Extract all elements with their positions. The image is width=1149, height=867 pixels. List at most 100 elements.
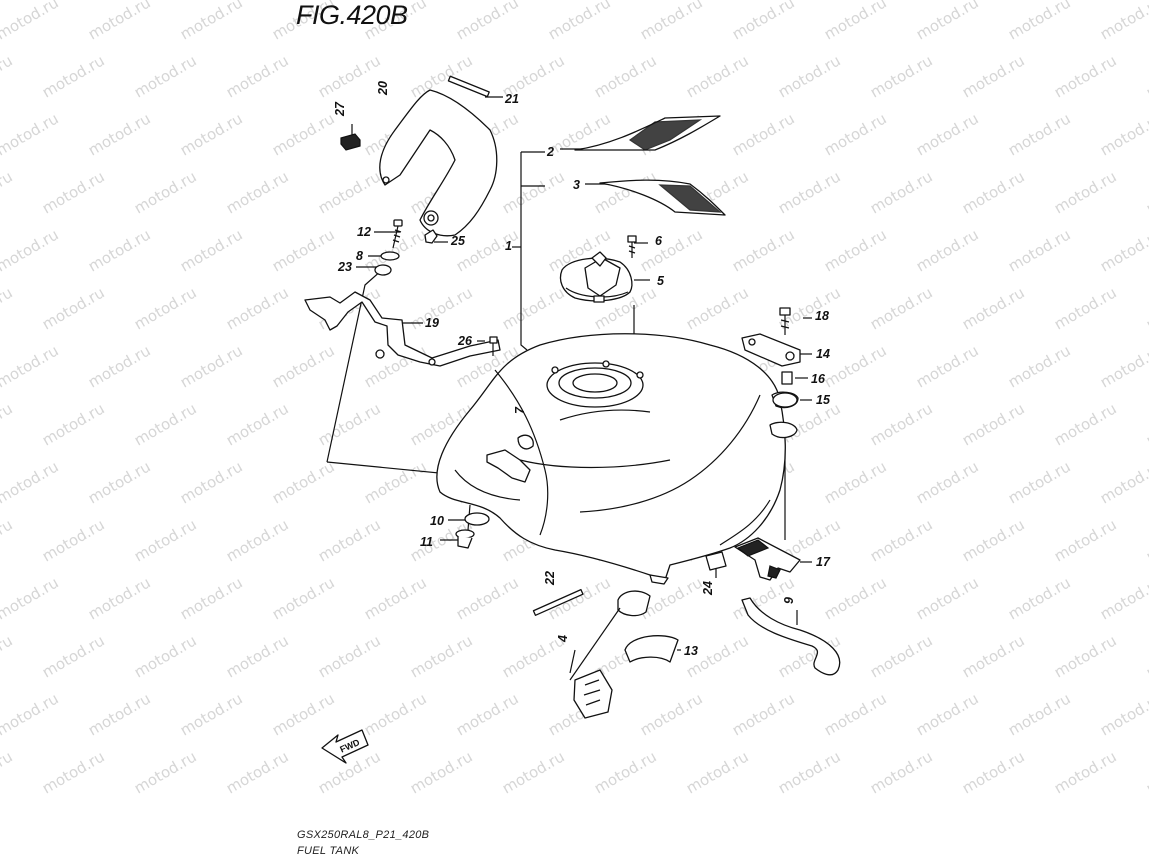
watermark-text: motod.ru — [85, 341, 154, 391]
watermark-text: motod.ru — [775, 167, 844, 217]
callout-6: 6 — [655, 234, 663, 248]
watermark-text: motod.ru — [85, 689, 154, 739]
collar-23 — [374, 264, 392, 276]
watermark-text: motod.ru — [959, 167, 1028, 217]
watermark-text: motod.ru — [913, 109, 982, 159]
watermark-text: motod.ru — [867, 399, 936, 449]
watermark-text: motod.ru — [1143, 167, 1149, 217]
watermark-text: motod.ru — [1097, 341, 1149, 391]
watermark-text: motod.ru — [1143, 283, 1149, 333]
callout-11: 11 — [420, 535, 433, 549]
watermark-text: motod.ru — [959, 399, 1028, 449]
bolt-18 — [779, 307, 791, 335]
watermark-text: motod.ru — [269, 341, 338, 391]
watermark-text: motod.ru — [499, 167, 568, 217]
watermark-text: motod.ru — [1051, 167, 1120, 217]
callout-2: 2 — [546, 145, 554, 159]
watermark-text: motod.ru — [1005, 225, 1074, 275]
watermark-text: motod.ru — [1051, 631, 1120, 681]
watermark-text: motod.ru — [39, 283, 108, 333]
watermark-text: motod.ru — [315, 51, 384, 101]
watermark-text: motod.ru — [269, 225, 338, 275]
watermark-text: motod.ru — [315, 399, 384, 449]
watermark-text: motod.ru — [591, 747, 660, 797]
watermark-text: motod.ru — [131, 51, 200, 101]
watermark-text: motod.ru — [131, 399, 200, 449]
grommet-25 — [424, 229, 438, 244]
watermark-text: motod.ru — [959, 283, 1028, 333]
decal-2 — [574, 115, 721, 151]
watermark-text: motod.ru — [545, 109, 614, 159]
watermark-text: motod.ru — [177, 0, 246, 43]
watermark-text: motod.ru — [39, 399, 108, 449]
watermark-text: motod.ru — [131, 747, 200, 797]
watermark-text: motod.ru — [729, 109, 798, 159]
watermark-text: motod.ru — [0, 747, 16, 797]
watermark-text: motod.ru — [0, 515, 16, 565]
watermark-text: motod.ru — [499, 747, 568, 797]
watermark-text: motod.ru — [683, 51, 752, 101]
watermark-text: motod.ru — [1051, 283, 1120, 333]
collar-11 — [455, 529, 475, 549]
watermark-text: motod.ru — [867, 747, 936, 797]
watermark-text: motod.ru — [223, 515, 292, 565]
watermark-text: motod.ru — [867, 515, 936, 565]
watermark-text: motod.ru — [913, 689, 982, 739]
watermark-text: motod.ru — [1097, 0, 1149, 43]
watermark-text: motod.ru — [269, 689, 338, 739]
watermark-text: motod.ru — [361, 689, 430, 739]
watermark-text: motod.ru — [0, 167, 16, 217]
watermark-text: motod.ru — [775, 51, 844, 101]
watermark-text: motod.ru — [591, 51, 660, 101]
watermark-text: motod.ru — [959, 515, 1028, 565]
watermark-text: motod.ru — [1097, 109, 1149, 159]
watermark-text: motod.ru — [0, 225, 62, 275]
callout-layer: 1234567891011121314151617181920212223242… — [333, 81, 831, 658]
watermark-text: motod.ru — [85, 225, 154, 275]
watermark-text: motod.ru — [315, 167, 384, 217]
watermark-text: motod.ru — [407, 631, 476, 681]
watermark-text: motod.ru — [913, 457, 982, 507]
watermark-text: motod.ru — [177, 341, 246, 391]
grommet-10 — [464, 512, 490, 526]
watermark-text: motod.ru — [1143, 747, 1149, 797]
watermark-text: motod.ru — [223, 283, 292, 333]
fuel-tank-body — [436, 333, 799, 585]
callout-14: 14 — [816, 347, 830, 361]
footer-code: GSX250RAL8_P21_420B — [297, 829, 430, 841]
watermark-text: motod.ru — [729, 225, 798, 275]
fuel-cap-5 — [559, 251, 633, 303]
watermark-text: motod.ru — [0, 631, 16, 681]
watermark-text: motod.ru — [361, 457, 430, 507]
cover-13 — [624, 635, 679, 663]
watermark-text: motod.ru — [223, 51, 292, 101]
watermark-text: motod.ru — [821, 341, 890, 391]
screw-6 — [627, 235, 637, 258]
watermark-text: motod.ru — [39, 167, 108, 217]
watermark-text: motod.ru — [269, 573, 338, 623]
watermark-text: motod.ru — [407, 283, 476, 333]
watermark-text: motod.ru — [913, 0, 982, 43]
watermark-text: motod.ru — [223, 399, 292, 449]
watermark-text: motod.ru — [85, 0, 154, 43]
watermark-text: motod.ru — [85, 457, 154, 507]
watermark-text: motod.ru — [1051, 399, 1120, 449]
watermark-text: motod.ru — [361, 225, 430, 275]
watermark-text: motod.ru — [39, 51, 108, 101]
watermark-text: motod.ru — [1051, 51, 1120, 101]
watermark-text: motod.ru — [775, 747, 844, 797]
callout-12: 12 — [357, 225, 371, 239]
plate-14 — [741, 333, 801, 367]
watermark-text: motod.ru — [821, 457, 890, 507]
watermark-text: motod.ru — [637, 225, 706, 275]
callout-3: 3 — [573, 178, 580, 192]
callout-8: 8 — [356, 249, 363, 263]
callout-15: 15 — [816, 393, 831, 407]
watermark-text: motod.ru — [821, 689, 890, 739]
callout-4: 4 — [556, 635, 570, 643]
decal-3 — [599, 179, 726, 216]
watermark-text: motod.ru — [131, 167, 200, 217]
watermark-text: motod.ru — [453, 573, 522, 623]
watermark-text: motod.ru — [1005, 573, 1074, 623]
watermark-text: motod.ru — [177, 573, 246, 623]
